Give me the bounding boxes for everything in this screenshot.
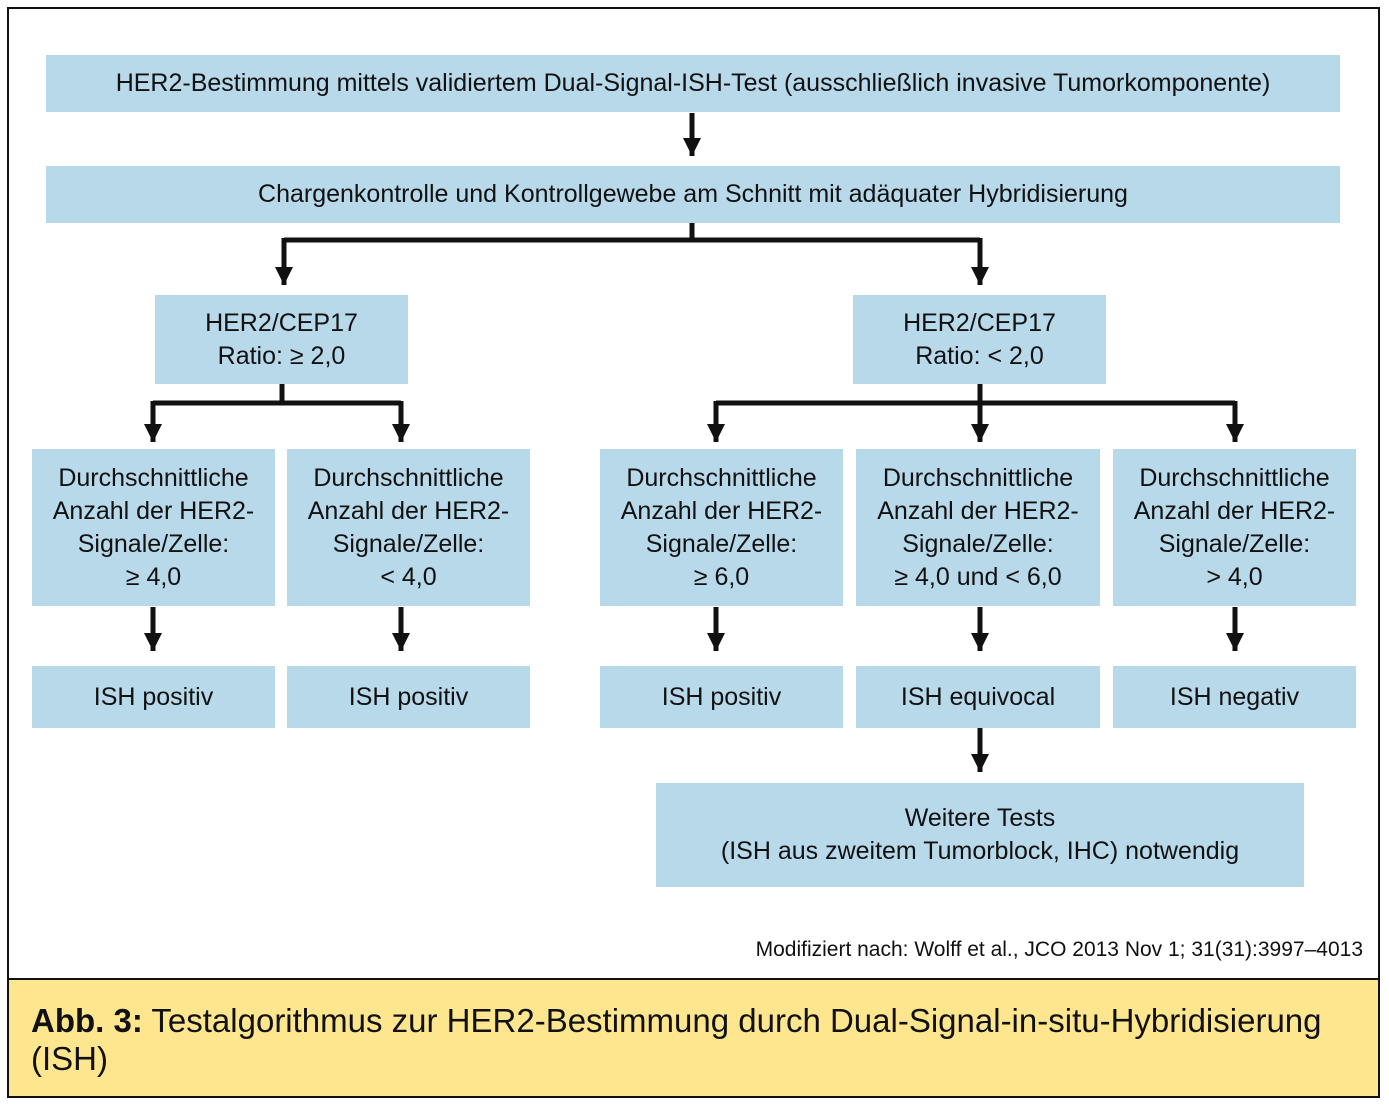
- box-result-c-label: ISH positiv: [661, 682, 782, 711]
- box-signal-d: Durchschnittliche Anzahl der HER2- Signa…: [856, 449, 1100, 606]
- box-result-c: ISH positiv: [600, 666, 843, 728]
- box-result-b: ISH positiv: [287, 666, 530, 728]
- box-signal-e: Durchschnittliche Anzahl der HER2- Signa…: [1113, 449, 1356, 606]
- box-result-b-label: ISH positiv: [348, 682, 469, 711]
- caption-label: Abb. 3:: [31, 1002, 143, 1039]
- box-result-d: ISH equivocal: [856, 666, 1100, 728]
- box-result-a-label: ISH positiv: [93, 682, 214, 711]
- box-further-tests: Weitere Tests (ISH aus zweitem Tumorbloc…: [656, 783, 1304, 887]
- box-result-d-label: ISH equivocal: [900, 682, 1056, 711]
- caption-text: Testalgorithmus zur HER2-Bestimmung durc…: [31, 1002, 1322, 1077]
- box-signal-b-label: Durchschnittliche Anzahl der HER2- Signa…: [307, 463, 510, 591]
- box-ratio-high-label: HER2/CEP17 Ratio: ≥ 2,0: [205, 308, 358, 370]
- box-signal-d-label: Durchschnittliche Anzahl der HER2- Signa…: [877, 463, 1079, 591]
- source-citation: Modifiziert nach: Wolff et al., JCO 2013…: [755, 938, 1363, 961]
- box-result-e-label: ISH negativ: [1169, 682, 1300, 711]
- box-signal-c: Durchschnittliche Anzahl der HER2- Signa…: [600, 449, 843, 606]
- box-control-label: Chargenkontrolle und Kontrollgewebe am S…: [258, 180, 1128, 208]
- box-further-tests-label: Weitere Tests (ISH aus zweitem Tumorbloc…: [720, 804, 1240, 865]
- box-result-a: ISH positiv: [32, 666, 275, 728]
- box-ratio-low: HER2/CEP17 Ratio: < 2,0: [853, 295, 1106, 384]
- box-control: Chargenkontrolle und Kontrollgewebe am S…: [46, 166, 1340, 223]
- box-signal-b: Durchschnittliche Anzahl der HER2- Signa…: [287, 449, 530, 606]
- figure-caption: Abb. 3: Testalgorithmus zur HER2-Bestimm…: [7, 978, 1380, 1098]
- box-top: HER2-Bestimmung mittels validiertem Dual…: [46, 55, 1340, 112]
- box-top-label: HER2-Bestimmung mittels validiertem Dual…: [115, 69, 1271, 97]
- box-signal-c-label: Durchschnittliche Anzahl der HER2- Signa…: [620, 463, 823, 591]
- box-ratio-high: HER2/CEP17 Ratio: ≥ 2,0: [155, 295, 408, 384]
- box-result-e: ISH negativ: [1113, 666, 1356, 728]
- box-signal-a: Durchschnittliche Anzahl der HER2- Signa…: [32, 449, 275, 606]
- box-ratio-low-label: HER2/CEP17 Ratio: < 2,0: [903, 308, 1056, 370]
- box-signal-e-label: Durchschnittliche Anzahl der HER2- Signa…: [1133, 463, 1336, 591]
- box-signal-a-label: Durchschnittliche Anzahl der HER2- Signa…: [52, 463, 255, 591]
